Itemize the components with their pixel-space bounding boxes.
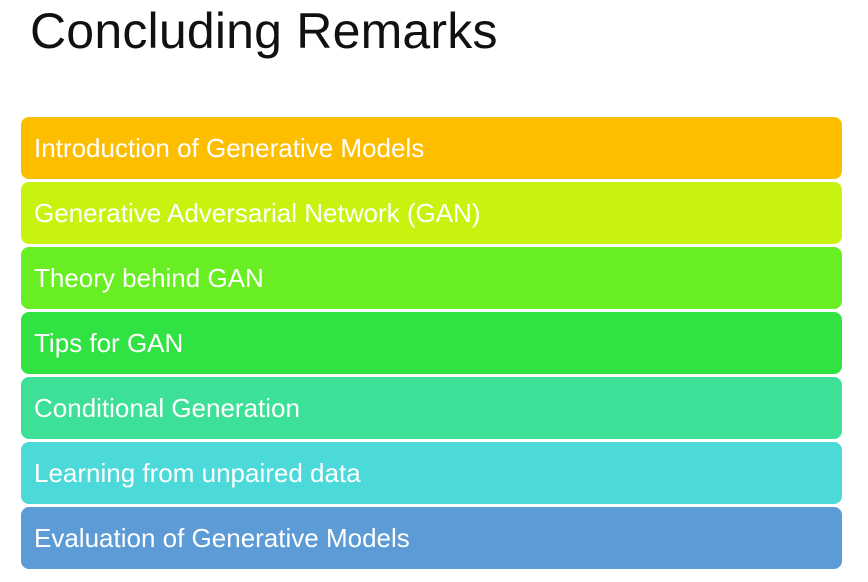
topic-item-unpaired-data: Learning from unpaired data [21, 442, 842, 504]
topic-item-theory: Theory behind GAN [21, 247, 842, 309]
topic-item-conditional-generation: Conditional Generation [21, 377, 842, 439]
topic-item-introduction: Introduction of Generative Models [21, 117, 842, 179]
topic-item-gan: Generative Adversarial Network (GAN) [21, 182, 842, 244]
slide-title: Concluding Remarks [30, 3, 498, 59]
topic-item-tips: Tips for GAN [21, 312, 842, 374]
topic-item-evaluation: Evaluation of Generative Models [21, 507, 842, 569]
topic-list: Introduction of Generative Models Genera… [21, 117, 842, 569]
